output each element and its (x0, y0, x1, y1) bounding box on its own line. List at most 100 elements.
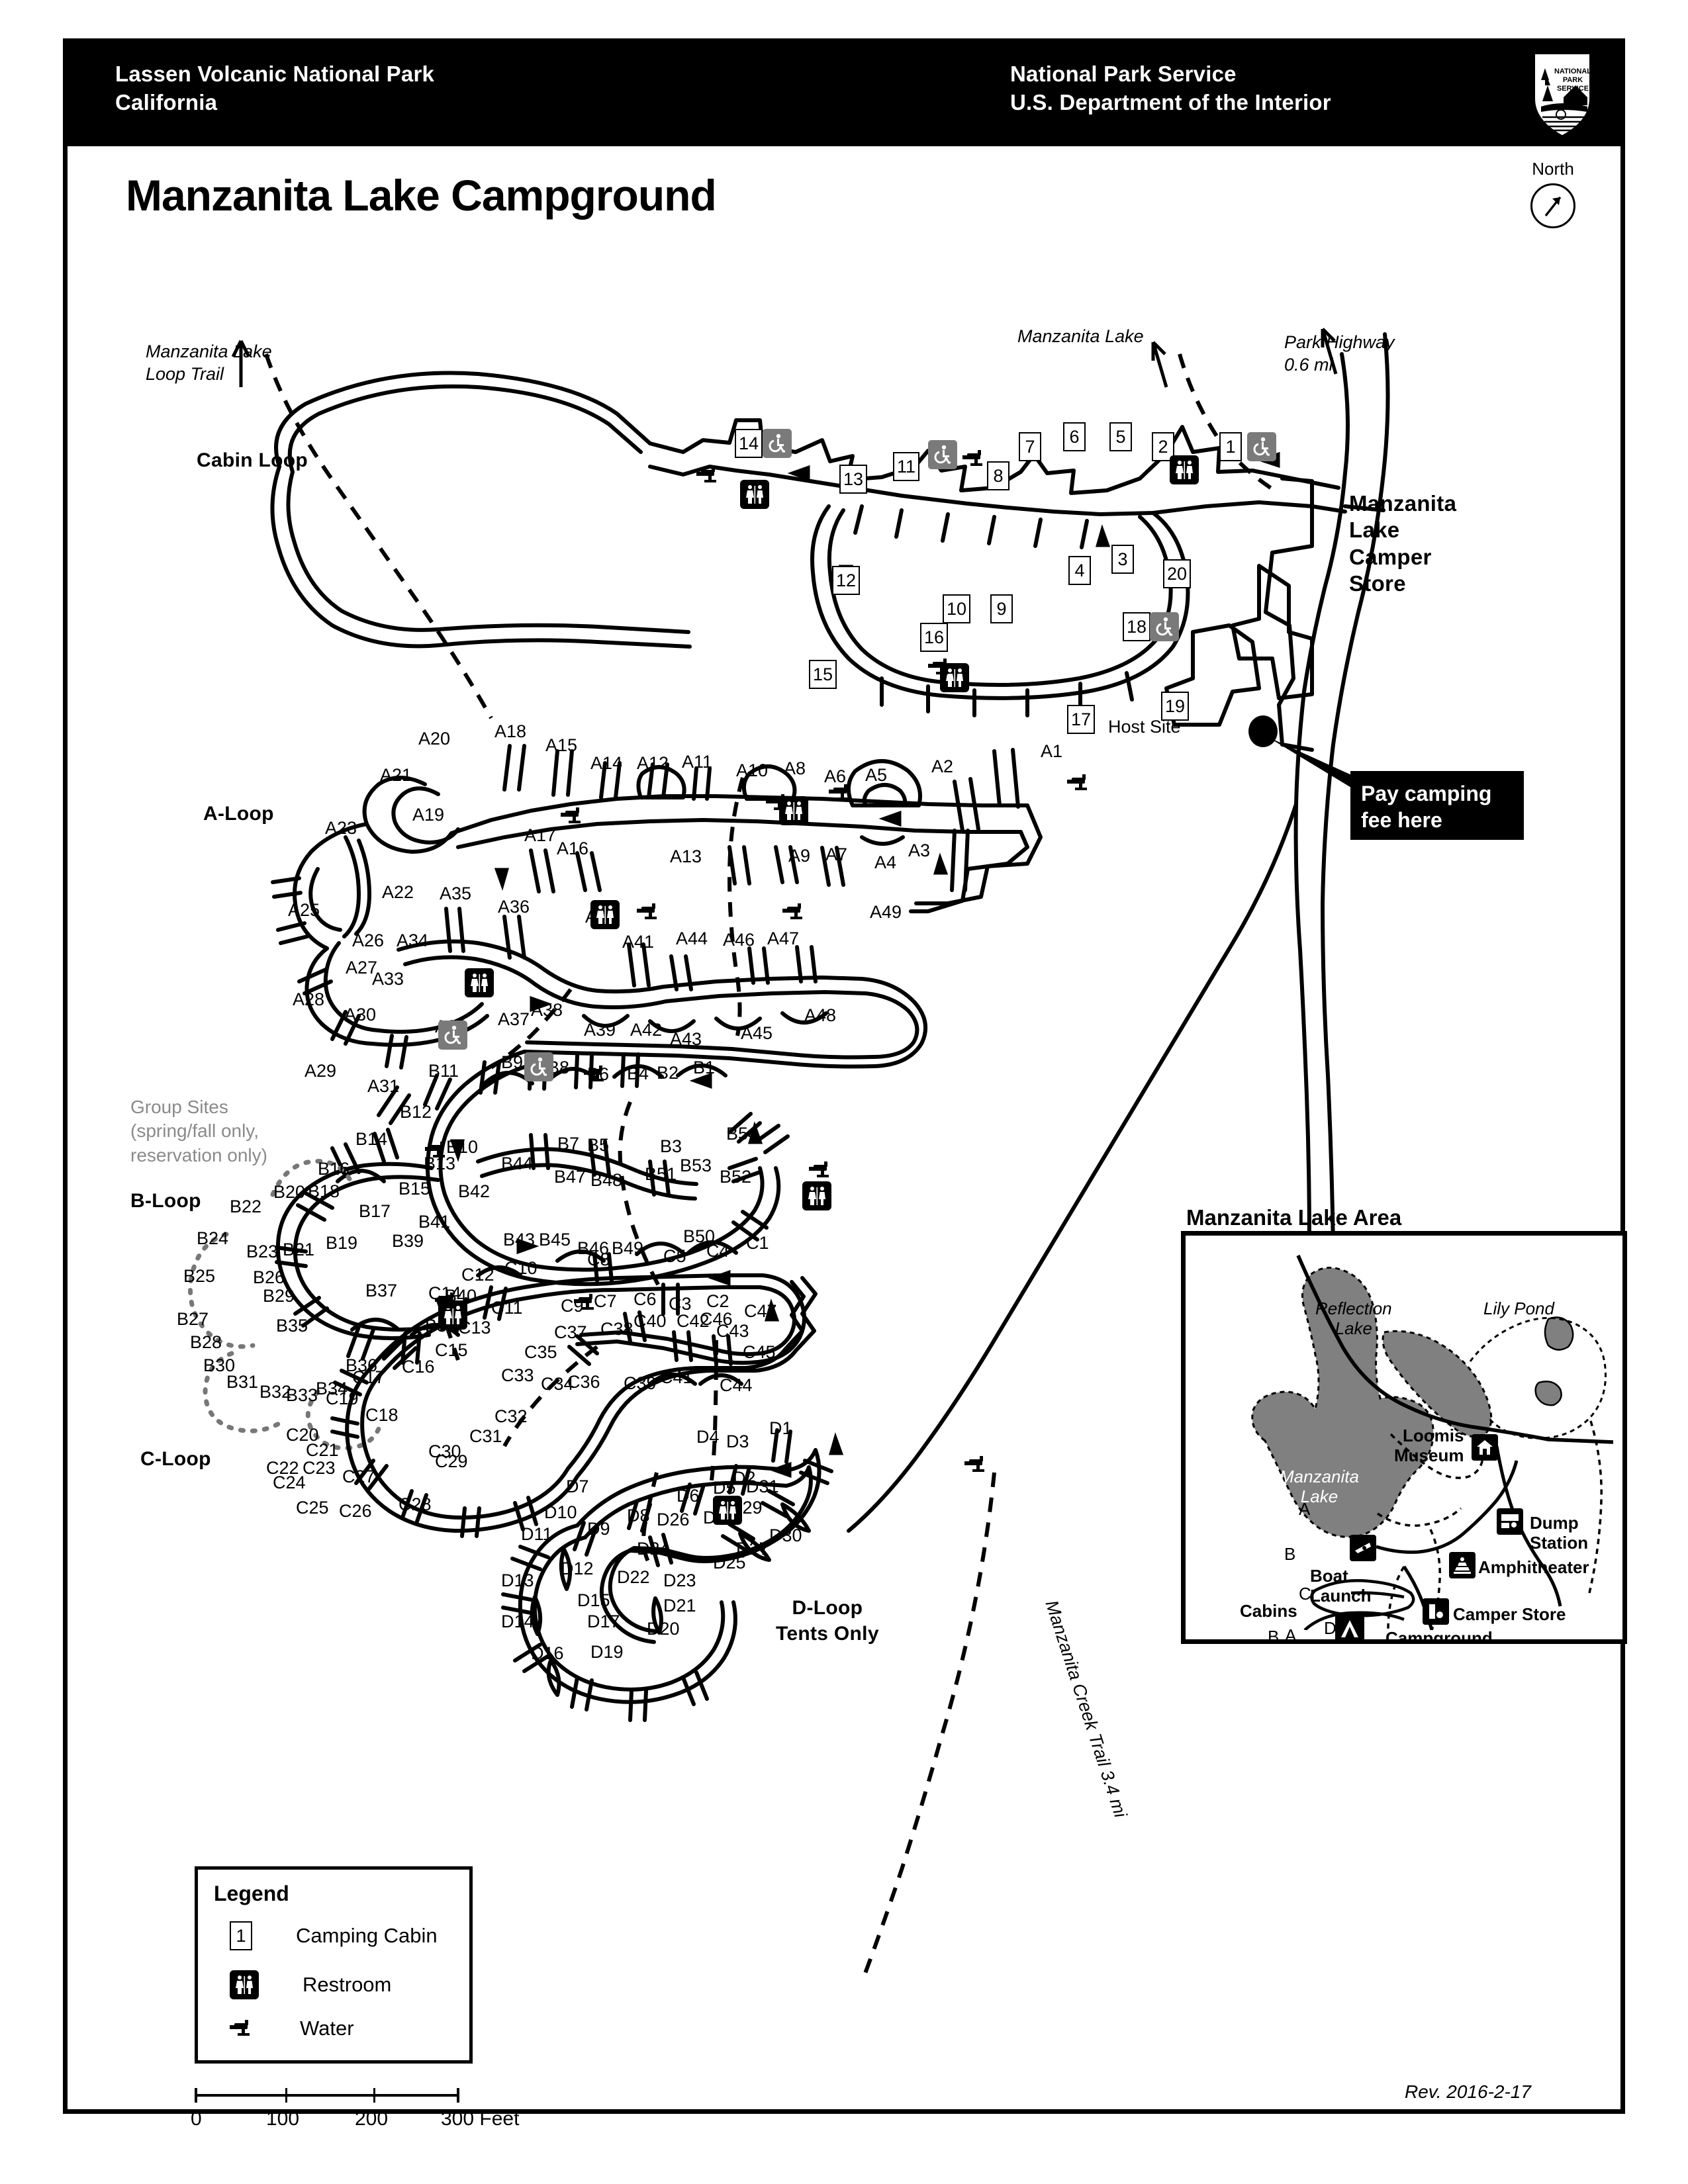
inset-map-graphics (1251, 1254, 1614, 1631)
site-label-A28: A28 (293, 989, 325, 1009)
campground-inset-label: Campground (1385, 1628, 1493, 1644)
site-label-C36: C36 (567, 1372, 600, 1392)
water-icon (696, 467, 723, 487)
site-label-D22: D22 (617, 1567, 650, 1587)
site-label-A14: A14 (590, 753, 623, 773)
site-label-B27: B27 (177, 1309, 209, 1329)
site-label-B20: B20 (273, 1182, 306, 1202)
water-icon (1067, 774, 1094, 795)
site-label-A46: A46 (723, 930, 755, 950)
site-label-A22: A22 (382, 882, 414, 902)
water-icon (928, 659, 955, 679)
c-loop-label: C-Loop (140, 1448, 211, 1470)
scale-bar-line (195, 2088, 459, 2103)
nps-header-bar: Lassen Volcanic National Park California… (68, 43, 1620, 146)
site-label-C45: C45 (743, 1342, 776, 1362)
site-label-B2: B2 (657, 1063, 679, 1083)
site-label-B17: B17 (359, 1201, 391, 1221)
scale-tick-200: 200 (355, 2108, 389, 2130)
site-label-A43: A43 (670, 1029, 702, 1049)
inset-loop-a-letter: A (1299, 1499, 1311, 1519)
park-state-line2: California (115, 89, 218, 114)
site-label-D7: D7 (566, 1477, 589, 1496)
cabin-box-14: 14 (735, 429, 763, 458)
scale-bar: 0 100 200 300 Feet (191, 2088, 519, 2132)
site-label-D5: D5 (713, 1478, 736, 1498)
cabin-box-5: 5 (1109, 422, 1132, 451)
site-label-B34: B34 (316, 1379, 348, 1398)
site-label-B12: B12 (400, 1102, 432, 1122)
site-label-A20: A20 (418, 729, 451, 749)
site-label-B32: B32 (259, 1382, 292, 1402)
restroom-icon (740, 480, 769, 509)
site-label-B10: B10 (446, 1137, 479, 1157)
cabin-box-7: 7 (1019, 432, 1041, 461)
site-label-B1: B1 (693, 1058, 716, 1077)
camper-store-icon (1423, 1598, 1449, 1625)
site-label-C3: C3 (669, 1294, 692, 1314)
site-label-C23: C23 (303, 1458, 336, 1478)
accessible-icon (928, 440, 957, 469)
site-label-D4: D4 (696, 1427, 720, 1447)
accessible-icon (524, 1052, 553, 1081)
cabin-box-9: 9 (990, 594, 1013, 623)
scale-tick-0: 0 (191, 2108, 202, 2130)
cabin-box-13: 13 (839, 465, 868, 494)
cabin-box-12: 12 (832, 566, 861, 595)
cabin-box-15: 15 (809, 660, 837, 689)
site-label-B3: B3 (660, 1136, 682, 1156)
site-label-D20: D20 (647, 1619, 680, 1639)
site-label-C42: C42 (677, 1311, 710, 1331)
site-label-C31: C31 (469, 1426, 502, 1446)
site-label-B26: B26 (253, 1267, 285, 1287)
site-label-A35: A35 (440, 884, 472, 903)
site-label-D23: D23 (663, 1570, 696, 1590)
site-label-A33: A33 (372, 969, 404, 989)
site-label-D3: D3 (726, 1432, 749, 1451)
site-label-C24: C24 (273, 1473, 306, 1492)
site-label-C1: C1 (746, 1233, 769, 1253)
site-label-A41: A41 (622, 932, 655, 952)
site-label-C22: C22 (266, 1458, 299, 1478)
water-icon (829, 784, 855, 805)
site-label-A26: A26 (352, 931, 385, 950)
site-label-A16: A16 (557, 839, 589, 858)
site-label-B43: B43 (503, 1230, 536, 1250)
cabin-box-8: 8 (987, 461, 1009, 490)
site-label-C43: C43 (716, 1321, 749, 1341)
site-label-B24: B24 (197, 1228, 229, 1248)
site-label-A39: A39 (584, 1020, 616, 1040)
site-label-B28: B28 (190, 1332, 222, 1352)
site-label-A8: A8 (784, 758, 806, 778)
agency-line1: National Park Service (1010, 62, 1237, 86)
campground-map-linework (188, 328, 1390, 1983)
cabin-box-18: 18 (1123, 612, 1151, 641)
inset-map-title: Manzanita Lake Area (1186, 1205, 1402, 1230)
site-label-C26: C26 (339, 1501, 372, 1521)
legend-label-water: Water (300, 2017, 354, 2040)
compass-circle (1530, 183, 1575, 228)
site-label-B42: B42 (458, 1181, 491, 1201)
svg-text:PARK: PARK (1563, 76, 1583, 84)
camper-store-inset-label: Camper Store (1453, 1604, 1566, 1624)
water-icon (561, 807, 587, 828)
manzanita-lake-label: Manzanita Lake (1017, 326, 1144, 346)
site-label-A3: A3 (908, 841, 931, 860)
amphitheater-label: Amphitheater (1478, 1557, 1589, 1577)
water-icon (435, 1293, 461, 1313)
site-label-B36: B36 (346, 1355, 378, 1375)
north-arrow: North (1530, 159, 1575, 228)
site-label-B16: B16 (318, 1159, 350, 1179)
site-label-D16: D16 (531, 1643, 564, 1663)
restroom-icon (802, 1181, 831, 1210)
site-label-D25: D25 (713, 1553, 746, 1572)
legend-title: Legend (214, 1882, 289, 1905)
dump-station-icon (1497, 1508, 1523, 1535)
site-label-D12: D12 (561, 1559, 594, 1578)
site-label-D9: D9 (587, 1519, 610, 1539)
water-icon (574, 1294, 600, 1314)
site-label-A4: A4 (874, 852, 897, 872)
